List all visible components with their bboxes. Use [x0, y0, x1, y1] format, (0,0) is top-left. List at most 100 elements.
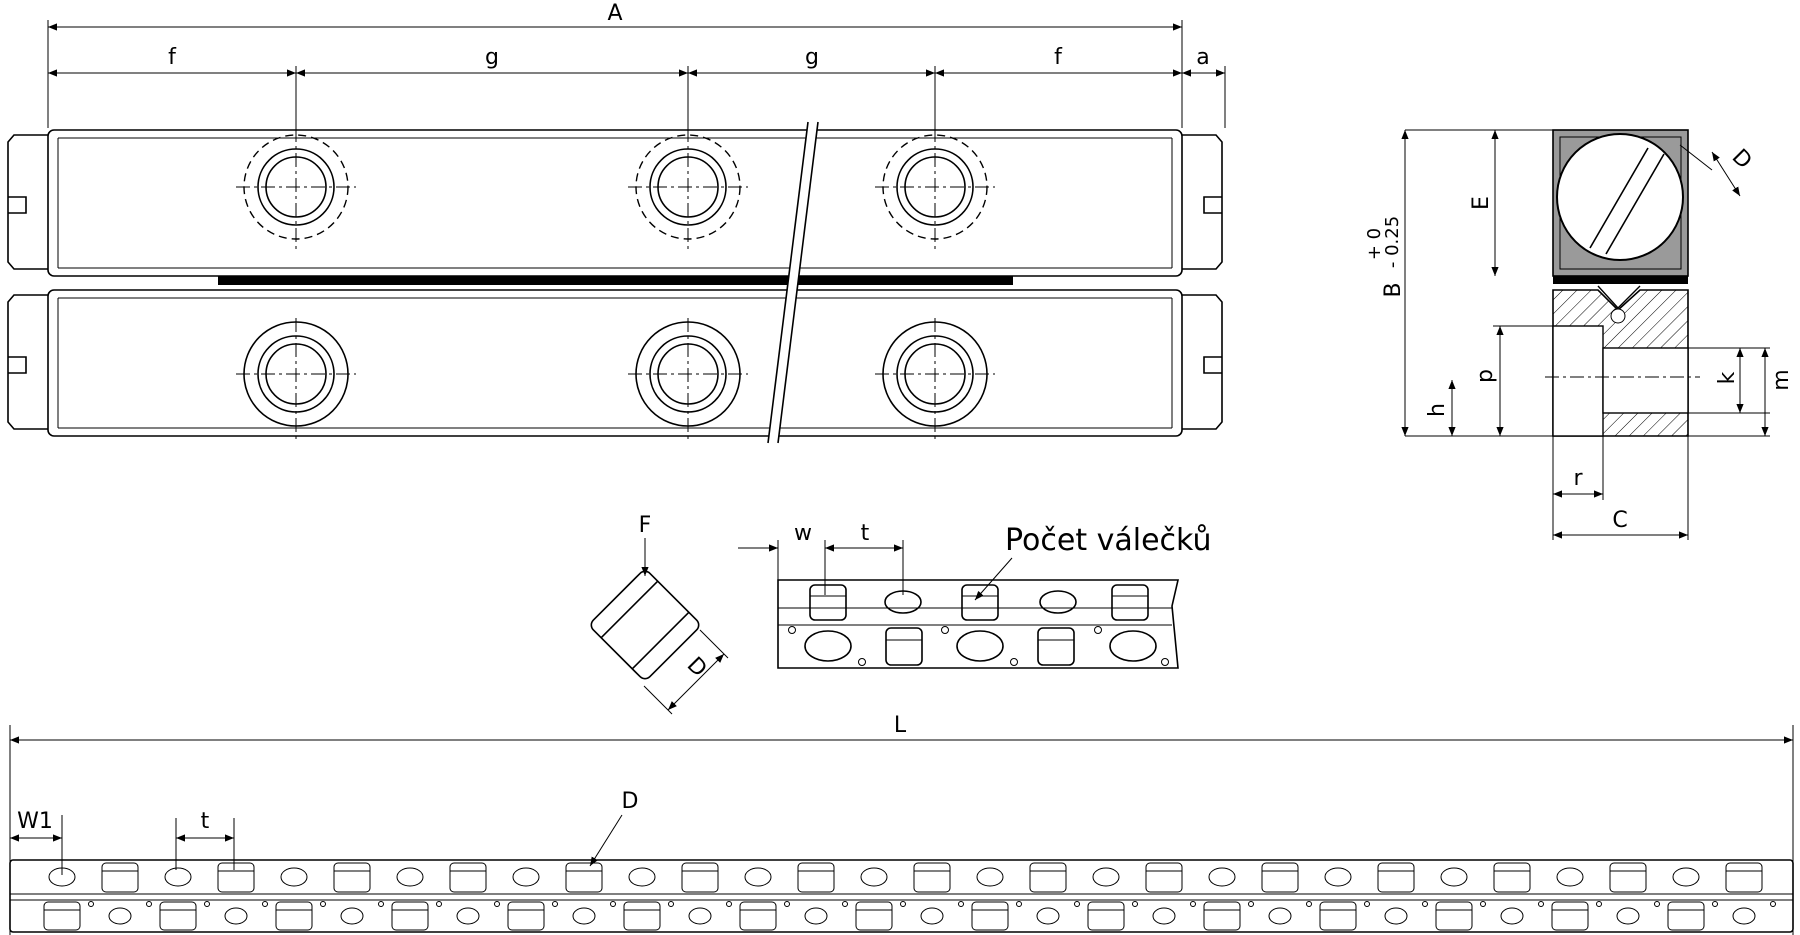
- dim-r-label: r: [1573, 466, 1583, 491]
- dim-h-label: h: [1425, 403, 1450, 417]
- strip-roller: [1551, 901, 1589, 931]
- strip-pin-hole: [320, 901, 326, 907]
- dim-W1-label: W1: [17, 809, 53, 834]
- strip-roller: [1203, 901, 1241, 931]
- strip-pin-hole: [1770, 901, 1776, 907]
- strip-roller: [1493, 862, 1531, 893]
- dim-t-strip-label: t: [201, 809, 210, 834]
- strip-roller: [507, 901, 545, 931]
- cage-w-label: w: [794, 521, 812, 546]
- cage-section: [1553, 276, 1688, 284]
- strip-roller: [797, 862, 835, 893]
- strip-hole: [1152, 907, 1176, 925]
- dim-E-label: E: [1469, 196, 1494, 210]
- strip-pin-hole: [552, 901, 558, 907]
- strip-hole: [1384, 907, 1408, 925]
- strip-pin-hole: [842, 901, 848, 907]
- strip-roller: [623, 901, 661, 931]
- strip-pin-hole: [378, 901, 384, 907]
- strip-hole: [860, 867, 888, 887]
- roller-count-label: Počet válečků: [1005, 523, 1212, 558]
- lower-rail: [7, 289, 1223, 440]
- strip-pin-hole: [900, 901, 906, 907]
- lower-rail-section: [1545, 289, 1700, 437]
- strip-pin-hole: [610, 901, 616, 907]
- strip-pin-hole: [1248, 901, 1254, 907]
- strip-pin-hole: [436, 901, 442, 907]
- cage-detail: w t Počet válečků: [738, 521, 1212, 669]
- strip-pin-hole: [1190, 901, 1196, 907]
- dim-C-label: C: [1612, 508, 1627, 533]
- strip-hole: [976, 867, 1004, 887]
- dim-m-label: m: [1769, 369, 1794, 390]
- strip-pin-hole: [1596, 901, 1602, 907]
- strip-hole: [1732, 907, 1756, 925]
- strip-roller: [1087, 901, 1125, 931]
- strip-roller: [43, 901, 81, 931]
- strip-roller: [1261, 862, 1299, 893]
- strip-pin-hole: [1074, 901, 1080, 907]
- strip-roller: [1609, 862, 1647, 893]
- strip-roller: [971, 901, 1009, 931]
- cage-t-label: t: [861, 521, 870, 546]
- strip-pin-hole: [1654, 901, 1660, 907]
- strip-hole: [396, 867, 424, 887]
- strip-roller: [391, 901, 429, 931]
- strip-pin-hole: [958, 901, 964, 907]
- strip-pin-hole: [1016, 901, 1022, 907]
- roller-detail: F D: [590, 513, 729, 715]
- break-lines: [767, 121, 819, 444]
- strip-hole: [1092, 867, 1120, 887]
- dim-a-label: a: [1196, 45, 1209, 70]
- strip-hole: [1500, 907, 1524, 925]
- dim-k-label: k: [1715, 371, 1740, 384]
- strip-pin-hole: [726, 901, 732, 907]
- strip-hole: [688, 907, 712, 925]
- strip-roller: [1377, 862, 1415, 893]
- rail-pair-view: A f g g f a: [7, 1, 1226, 444]
- strip-roller: [739, 901, 777, 931]
- dim-B-label: B: [1381, 282, 1406, 297]
- strip-hole: [456, 907, 480, 925]
- strip-hole: [164, 867, 192, 887]
- long-cage-strip: L W1 t D: [9, 713, 1794, 935]
- strip-hole: [1208, 867, 1236, 887]
- strip-hole: [744, 867, 772, 887]
- strip-hole: [48, 867, 76, 887]
- strip-hole: [1324, 867, 1352, 887]
- dim-B-tol-minus: - 0.25: [1382, 216, 1403, 268]
- strip-roller: [333, 862, 371, 893]
- strip-roller: [217, 862, 255, 893]
- dim-D-strip-label: D: [622, 789, 639, 814]
- strip-hole: [1672, 867, 1700, 887]
- strip-pin-hole: [88, 901, 94, 907]
- cross-section-view: B + 0 - 0.25 E p h k m r C D: [1364, 129, 1794, 540]
- strip-pin-hole: [1422, 901, 1428, 907]
- strip-hole: [1440, 867, 1468, 887]
- strip-roller: [159, 901, 197, 931]
- strip-hole: [804, 907, 828, 925]
- strip-hole: [628, 867, 656, 887]
- strip-hole: [1268, 907, 1292, 925]
- strip-pin-hole: [1364, 901, 1370, 907]
- dim-L-label: L: [894, 713, 907, 738]
- strip-roller: [1435, 901, 1473, 931]
- strip-hole: [224, 907, 248, 925]
- dim-p-label: p: [1473, 369, 1498, 383]
- strip-pin-hole: [262, 901, 268, 907]
- strip-pin-hole: [1132, 901, 1138, 907]
- strip-roller: [1145, 862, 1183, 893]
- strip-roller: [1667, 901, 1705, 931]
- roller-cage-strip: [218, 276, 1013, 285]
- roller-D-label: D: [682, 653, 712, 683]
- strip-roller: [1319, 901, 1357, 931]
- strip-roller: [913, 862, 951, 893]
- strip-roller: [1725, 862, 1763, 893]
- strip-roller: [449, 862, 487, 893]
- dim-A-label: A: [607, 1, 622, 26]
- dim-f-right-label: f: [1054, 45, 1063, 70]
- strip-hole: [1036, 907, 1060, 925]
- strip-hole: [1616, 907, 1640, 925]
- strip-roller: [275, 901, 313, 931]
